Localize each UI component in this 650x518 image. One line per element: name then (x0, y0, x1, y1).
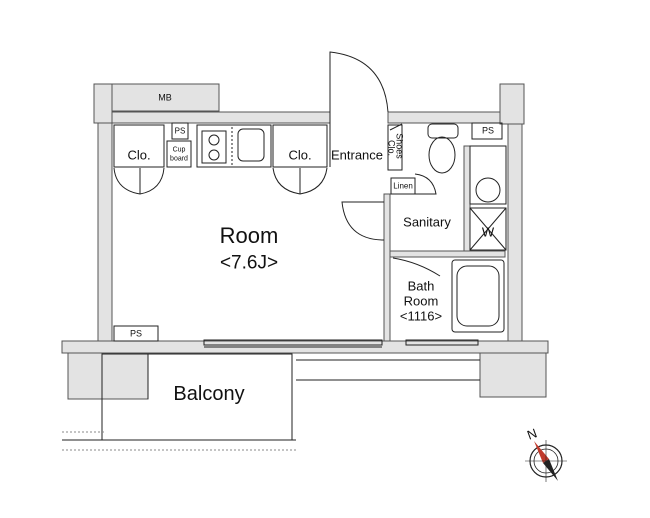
shoes-closet-box (387, 124, 403, 171)
right-wall (507, 123, 523, 343)
bottom-left-block (67, 352, 149, 400)
partition-bath-left (383, 193, 391, 342)
ps-kitchen-label: PS (174, 126, 186, 136)
bath-label-2: Room (403, 293, 439, 309)
washing-machine-box (469, 207, 507, 251)
bath-door (392, 257, 441, 277)
mb-box (111, 83, 220, 112)
cupboard-label-1: Cup (172, 146, 186, 154)
ps-sanitary-box (471, 122, 503, 140)
closet-left (113, 124, 165, 168)
closet-left-label: Clo. (127, 147, 151, 163)
kitchen-counter (196, 124, 272, 168)
ps-kitchen-box (171, 122, 189, 140)
linen-box (390, 177, 416, 195)
left-wall (97, 122, 113, 342)
washbasin (475, 177, 501, 203)
closet-mid-label: Clo. (288, 147, 312, 163)
balcony-label: Balcony (173, 383, 245, 405)
bath-outer (451, 259, 505, 333)
bath-label-1: Bath (407, 278, 435, 294)
partition-sanitary-bath (389, 250, 506, 258)
bath-window (405, 339, 479, 346)
top-wall-right (387, 111, 511, 124)
bathtub (456, 265, 500, 327)
room-window (203, 339, 383, 346)
ps-room-box (113, 325, 159, 342)
cupboard-box (166, 140, 192, 168)
shoes-label-2: Clo. (386, 139, 397, 157)
ps-sanitary-label: PS (481, 125, 495, 136)
sanitary-door (341, 201, 385, 241)
entrance-label: Entrance (330, 147, 384, 163)
linen-door (414, 173, 437, 195)
sink (237, 128, 265, 162)
shoes-label-1: Shoes (394, 133, 405, 159)
right-column (499, 83, 525, 125)
toilet-bowl (428, 136, 456, 174)
washing-machine-label: W (481, 224, 495, 240)
stove (201, 130, 227, 164)
cupboard-label-2: board (170, 155, 188, 163)
linen-label: Linen (393, 181, 413, 191)
bath-size-label: <1116> (399, 308, 443, 324)
compass-icon (525, 440, 567, 482)
left-column (93, 83, 113, 124)
ps-room-label: PS (129, 328, 143, 339)
partition-sanitary-right (463, 145, 471, 252)
mb-label: MB (158, 92, 172, 103)
top-wall (93, 111, 331, 124)
sanitary-label: Sanitary (403, 214, 451, 230)
room-size-label: <7.6J> (219, 252, 279, 274)
toilet-tank (427, 123, 459, 139)
entrance-door (329, 51, 389, 113)
closet-mid (272, 124, 328, 168)
washbasin-counter (469, 145, 507, 205)
room-label: Room (219, 223, 279, 248)
bottom-right-block (479, 352, 547, 398)
